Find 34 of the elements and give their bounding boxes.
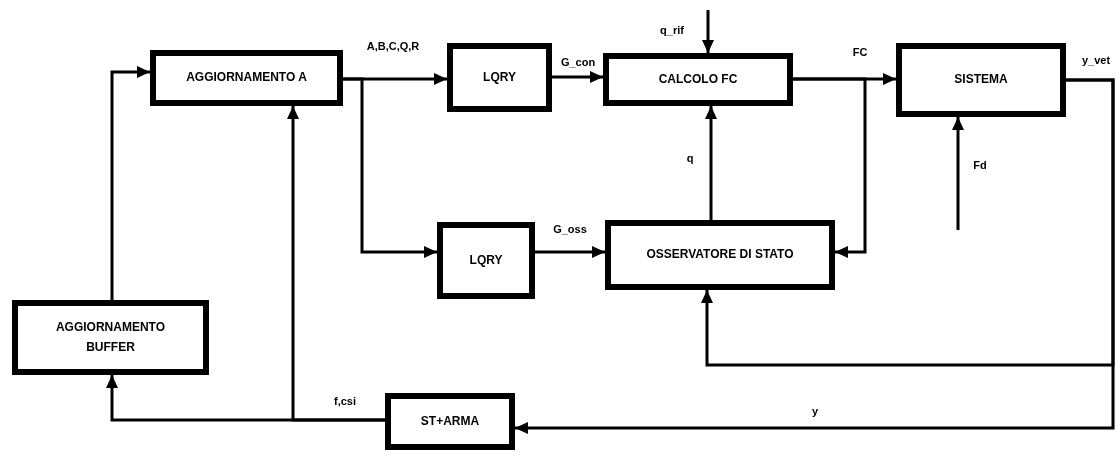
edge-label: f,csi <box>333 395 357 407</box>
edge-label: q_rif <box>659 24 685 36</box>
edge-label: y_vet <box>1080 54 1112 66</box>
box-label: AGGIORNAMENTO BUFFER <box>55 319 166 356</box>
arrow <box>515 78 1115 434</box>
box-label: ST+ARMA <box>420 412 480 430</box>
edge-label: G_oss <box>552 223 588 235</box>
process-box <box>896 43 1066 117</box>
edge-label: FC <box>851 46 869 58</box>
box-label: OSSERVATORE DI STATO <box>646 246 794 264</box>
process-box <box>12 300 209 375</box>
box-label: LQRY <box>469 251 503 269</box>
edge-label: A,B,C,Q,R <box>365 40 421 52</box>
edge-label: G_con <box>559 56 597 68</box>
arrow <box>705 106 717 220</box>
arrow <box>343 77 437 258</box>
arrow <box>110 66 150 300</box>
arrow <box>793 77 867 258</box>
edge-label: Fd <box>972 159 988 171</box>
arrow <box>535 246 605 258</box>
arrow <box>552 71 603 83</box>
box-label: CALCOLO FC <box>658 70 738 88</box>
process-box <box>385 393 515 450</box>
process-box <box>447 43 552 112</box>
arrow <box>287 106 385 422</box>
process-box <box>603 53 793 106</box>
process-box <box>437 222 535 299</box>
box-label: SISTEMA <box>954 71 1008 89</box>
process-box <box>150 50 343 106</box>
process-box <box>605 220 835 290</box>
box-label: LQRY <box>483 68 516 86</box>
box-label: AGGIORNAMENTO A <box>186 69 307 87</box>
arrow <box>952 117 964 230</box>
arrow <box>702 10 714 53</box>
